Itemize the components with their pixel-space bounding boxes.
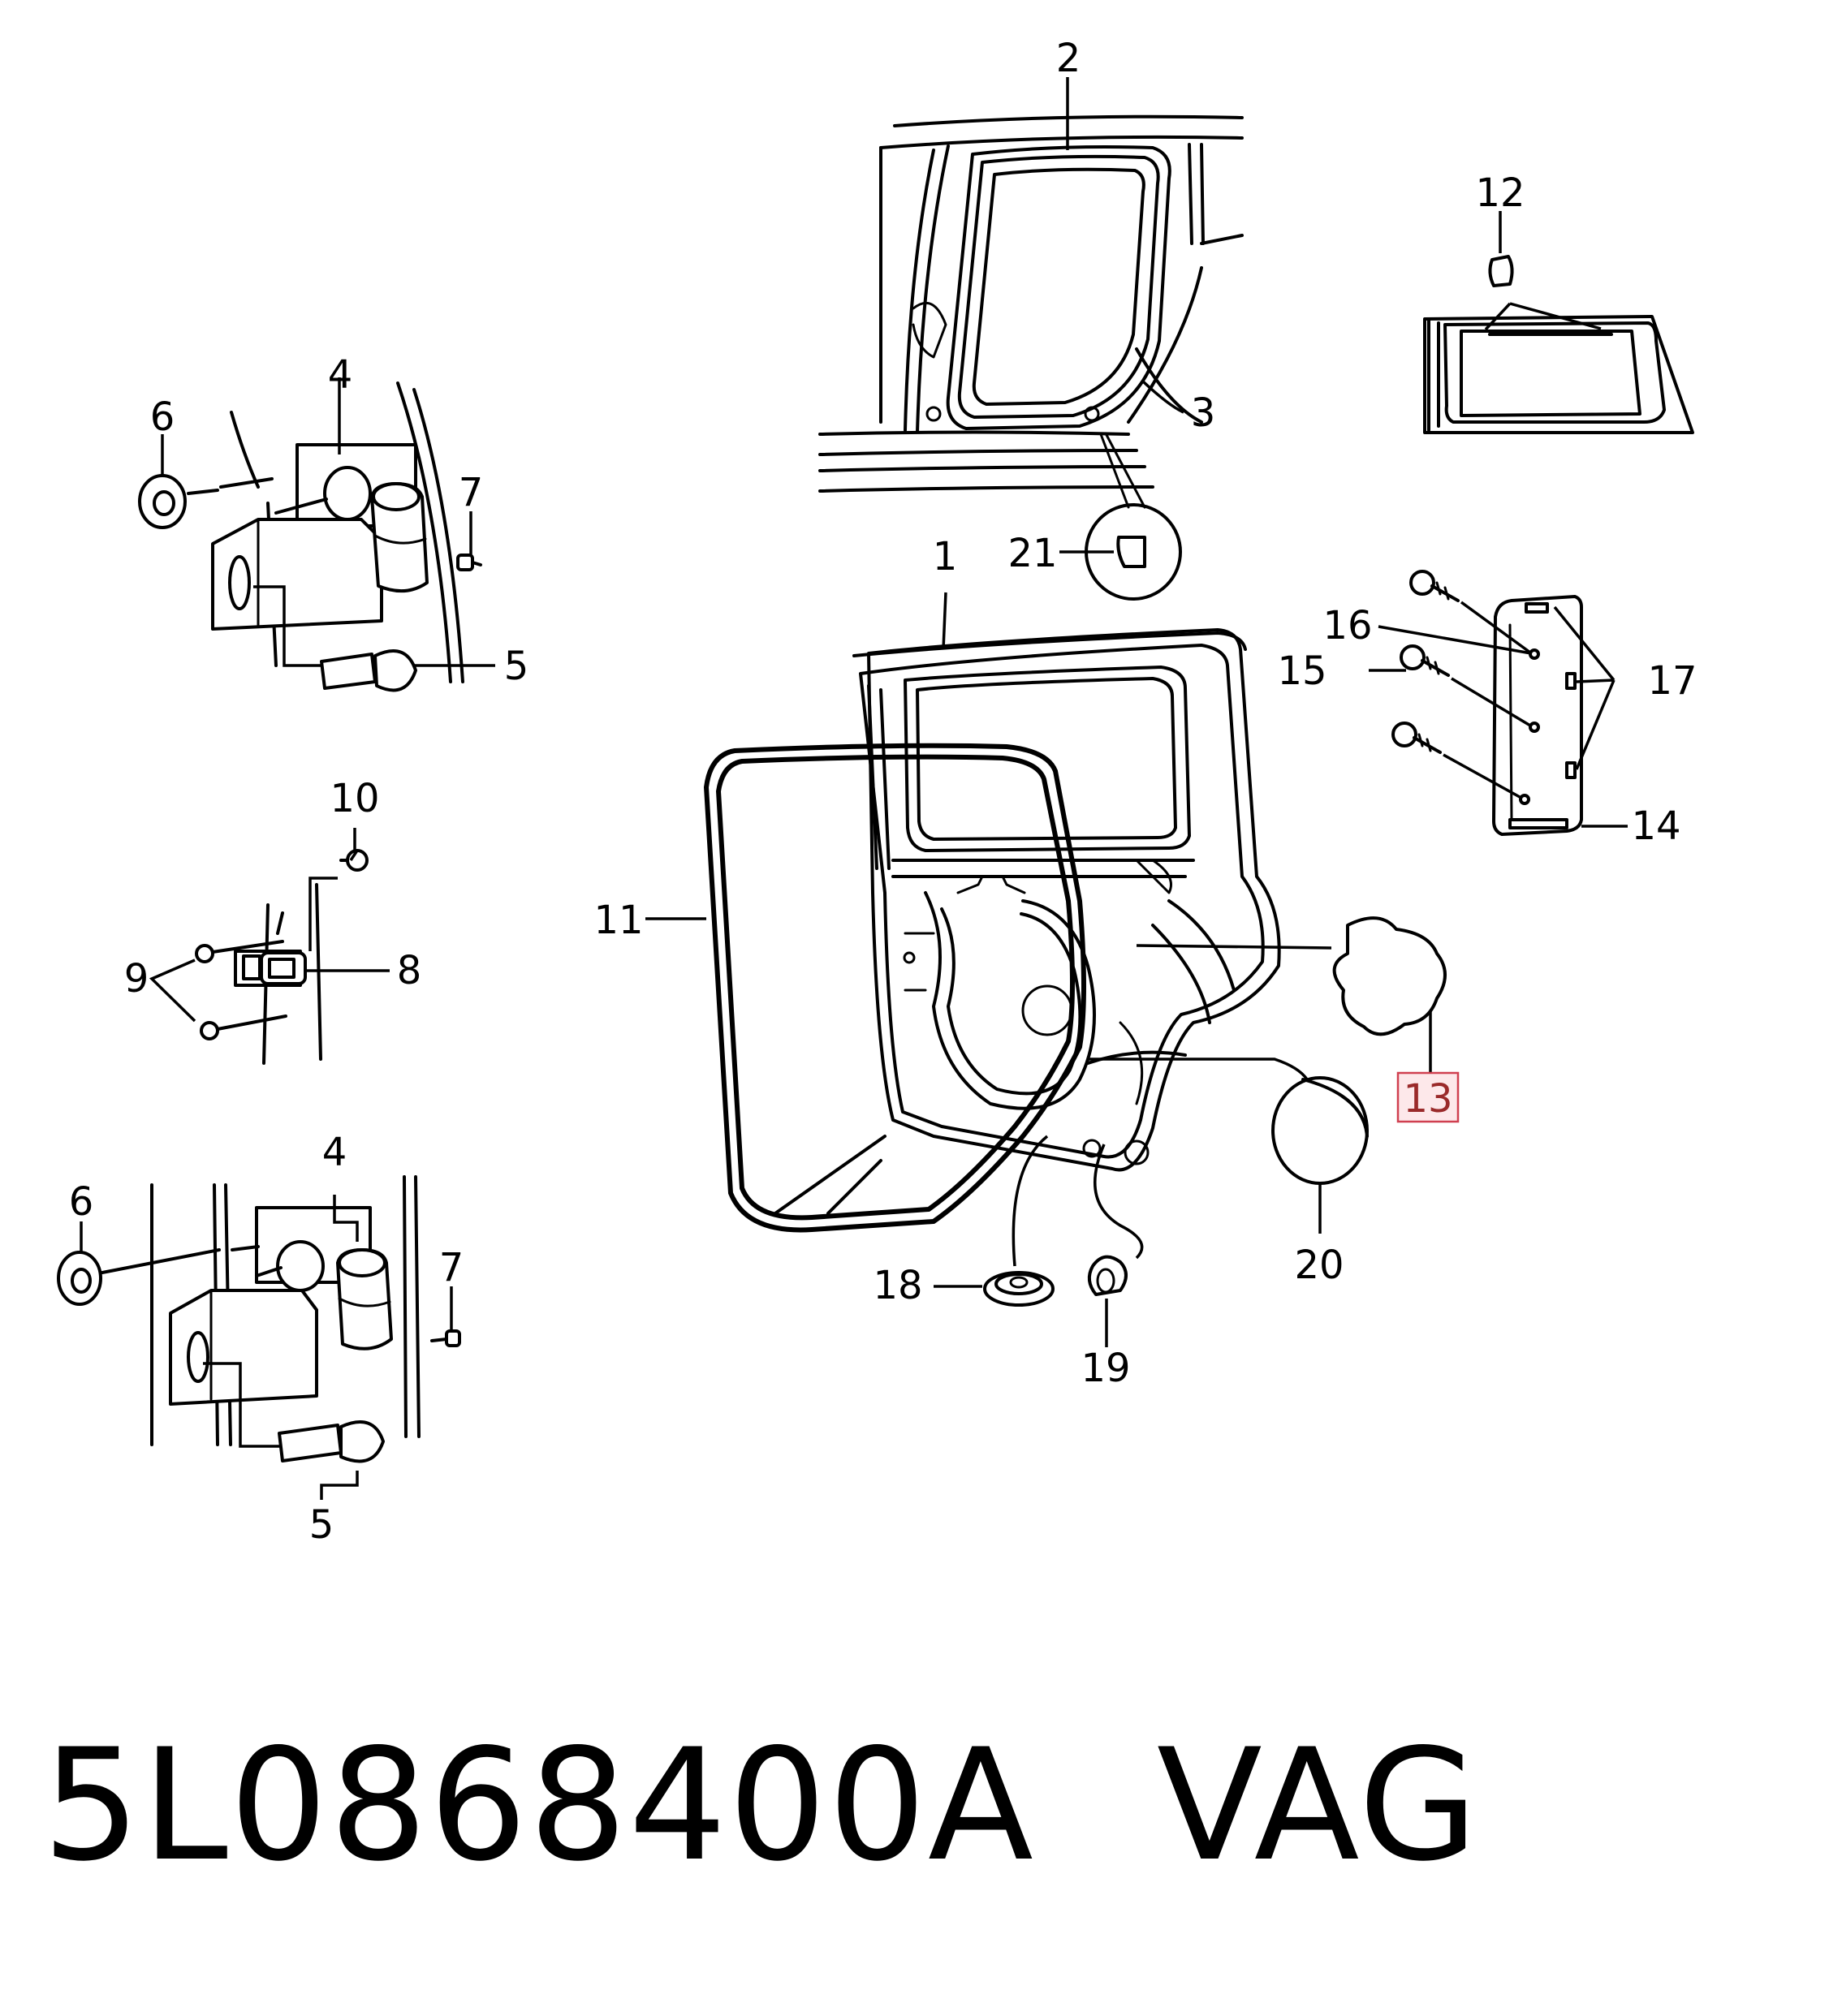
upper-hinge-assembly xyxy=(138,381,482,692)
brand-name: VAG xyxy=(1156,1716,1480,1895)
callout-1: 1 xyxy=(933,534,958,579)
callout-13-highlight xyxy=(1396,1071,1460,1123)
callout-19: 19 xyxy=(1081,1346,1130,1391)
callout-11: 11 xyxy=(593,898,643,943)
callout-4-lower: 4 xyxy=(322,1130,347,1175)
callout-16: 16 xyxy=(1322,603,1372,648)
part-number: 5L0868400A xyxy=(42,1716,1035,1895)
callout-7-upper: 7 xyxy=(459,470,484,515)
callout-5-lower: 5 xyxy=(309,1502,334,1548)
lower-hinge-assembly xyxy=(57,1175,461,1463)
callout-14: 14 xyxy=(1631,803,1680,849)
callout-9: 9 xyxy=(124,956,149,1002)
callout-2: 2 xyxy=(1056,36,1081,81)
callout-6-lower: 6 xyxy=(69,1179,94,1225)
callout-20: 20 xyxy=(1294,1243,1344,1288)
callout-4-upper: 4 xyxy=(328,352,353,398)
screw-bottom xyxy=(1391,722,1442,754)
callout-21: 21 xyxy=(1007,531,1057,576)
screw-top xyxy=(1409,570,1460,602)
body-side-frame xyxy=(818,114,1244,601)
callout-labels: 1 2 3 4 4 5 5 6 6 7 7 8 9 10 11 12 13 14… xyxy=(69,36,1697,1548)
striker-assembly xyxy=(149,849,390,1065)
callout-18: 18 xyxy=(873,1263,922,1308)
callout-15: 15 xyxy=(1277,648,1326,694)
window-glass-assembly xyxy=(1423,211,1694,434)
callout-6-upper: 6 xyxy=(150,394,175,440)
callout-3: 3 xyxy=(1191,390,1216,436)
leader-lines xyxy=(80,77,1184,1500)
screw-middle xyxy=(1400,644,1450,677)
covers-and-plugs xyxy=(934,916,1447,1347)
callout-17: 17 xyxy=(1647,658,1697,704)
trim-bracket-assembly xyxy=(1369,570,1628,836)
callout-5-upper: 5 xyxy=(504,644,529,689)
callout-7-lower: 7 xyxy=(439,1245,464,1290)
callout-8: 8 xyxy=(397,948,422,993)
callout-12: 12 xyxy=(1475,170,1525,216)
callout-10: 10 xyxy=(330,776,379,821)
callout-13: 13 xyxy=(1403,1076,1452,1122)
